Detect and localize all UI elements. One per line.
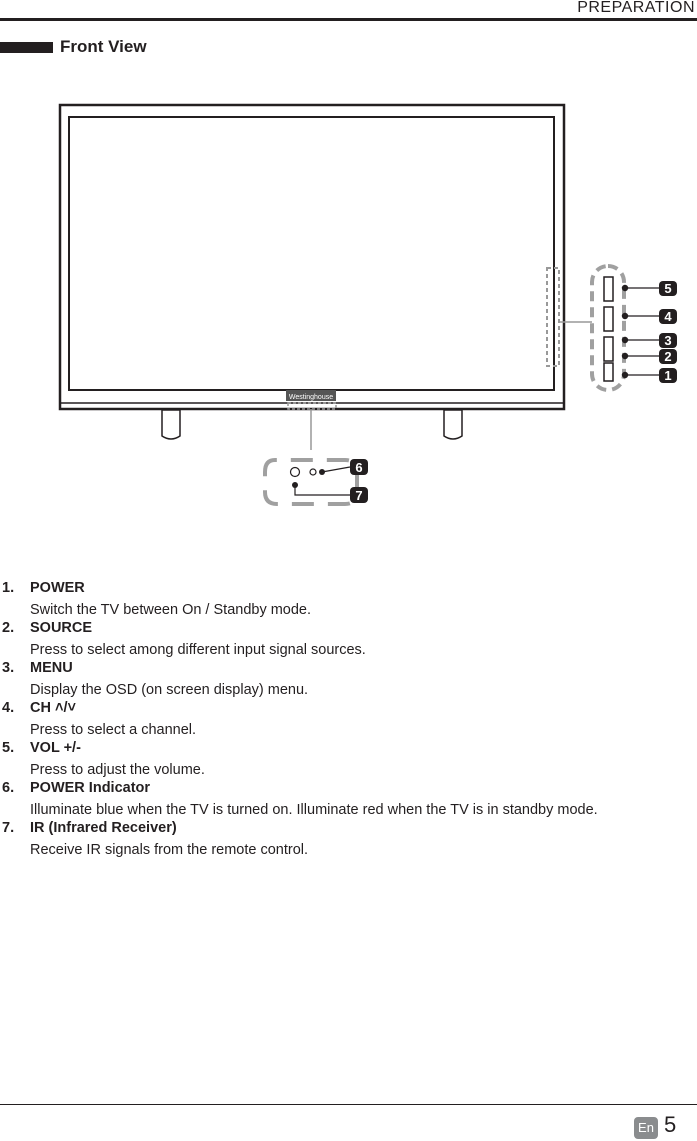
item-number: 6.	[2, 780, 15, 796]
callout-5: 5	[659, 281, 677, 296]
indicator-area	[287, 402, 337, 410]
tv-leg-right	[443, 409, 463, 440]
svg-text:4: 4	[664, 309, 672, 324]
button-power	[603, 362, 614, 382]
item-number: 1.	[2, 580, 15, 596]
header-section-title: PREPARATION	[577, 0, 695, 16]
callout-7: 7	[350, 487, 368, 503]
svg-text:5: 5	[664, 281, 671, 296]
leader-dot-2	[621, 352, 629, 360]
leader-dot-1	[621, 371, 629, 379]
item-description: Receive IR signals from the remote contr…	[30, 842, 309, 858]
svg-text:1: 1	[664, 368, 671, 383]
button-menu	[603, 336, 614, 362]
item-title: IR (Infrared Receiver)	[30, 820, 177, 836]
item-title: SOURCE	[30, 620, 93, 636]
item-description: Press to select among different input si…	[30, 642, 366, 658]
list-item: 6. POWER Indicator Illuminate blue when …	[0, 780, 697, 820]
leader-dot-4	[621, 312, 629, 320]
leader-dot-7	[292, 482, 298, 488]
header-rule	[0, 18, 697, 21]
section-marker	[0, 42, 53, 53]
list-item: 5. VOL +/- Press to adjust the volume.	[0, 740, 697, 780]
item-title: CH ˄/˅	[30, 700, 76, 716]
button-detail-outline	[590, 264, 626, 392]
leader-dot-3	[621, 336, 629, 344]
item-title: VOL +/-	[30, 740, 81, 756]
svg-text:2: 2	[664, 349, 671, 364]
tv-screen	[68, 116, 555, 391]
section-title: Front View	[60, 37, 147, 56]
page-number: 5	[664, 1112, 677, 1137]
svg-text:6: 6	[355, 460, 362, 475]
item-description: Display the OSD (on screen display) menu…	[30, 682, 309, 698]
item-title: MENU	[30, 660, 73, 676]
callout-2: 2	[659, 349, 677, 364]
item-number: 2.	[2, 620, 15, 636]
tv-leg-left	[161, 409, 181, 440]
list-item: 2. SOURCE Press to select among differen…	[0, 620, 697, 660]
callout-1: 1	[659, 368, 677, 383]
item-number: 7.	[2, 820, 15, 836]
indicator-detail-outline	[263, 458, 359, 506]
svg-text:3: 3	[664, 333, 671, 348]
ir-receiver	[289, 466, 301, 478]
button-vol	[603, 276, 614, 302]
svg-text:7: 7	[355, 488, 362, 503]
item-description: Press to select a channel.	[30, 722, 197, 738]
list-item: 3. MENU Display the OSD (on screen displ…	[0, 660, 697, 700]
item-number: 5.	[2, 740, 15, 756]
tv-front-view-diagram: Westinghouse 5 4 3 2 1	[58, 103, 677, 506]
language-badge: En	[634, 1117, 658, 1139]
leader-dot-6	[319, 469, 325, 475]
leader-7	[294, 485, 350, 496]
leader-6	[321, 466, 351, 473]
item-title: POWER	[30, 580, 85, 596]
list-item: 1. POWER Switch the TV between On / Stan…	[0, 580, 697, 620]
list-item: 7. IR (Infrared Receiver) Receive IR sig…	[0, 820, 697, 860]
list-item: 4. CH ˄/˅ Press to select a channel.	[0, 700, 697, 740]
item-title: POWER Indicator	[30, 780, 151, 796]
side-button-area	[546, 267, 560, 367]
controls-list: 1. POWER Switch the TV between On / Stan…	[0, 580, 697, 860]
callout-6: 6	[350, 459, 368, 475]
footer-rule	[0, 1104, 697, 1105]
item-number: 3.	[2, 660, 15, 676]
item-description: Illuminate blue when the TV is turned on…	[30, 802, 598, 818]
callout-4: 4	[659, 309, 677, 324]
leader-dot-5	[621, 284, 629, 292]
item-description: Switch the TV between On / Standby mode.	[30, 602, 312, 618]
power-indicator-led	[309, 468, 317, 476]
item-number: 4.	[2, 700, 15, 716]
brand-logo-text: Westinghouse	[289, 394, 333, 401]
item-description: Press to adjust the volume.	[30, 762, 205, 778]
brand-logo	[286, 390, 336, 401]
button-ch	[603, 306, 614, 332]
callout-3: 3	[659, 333, 677, 348]
